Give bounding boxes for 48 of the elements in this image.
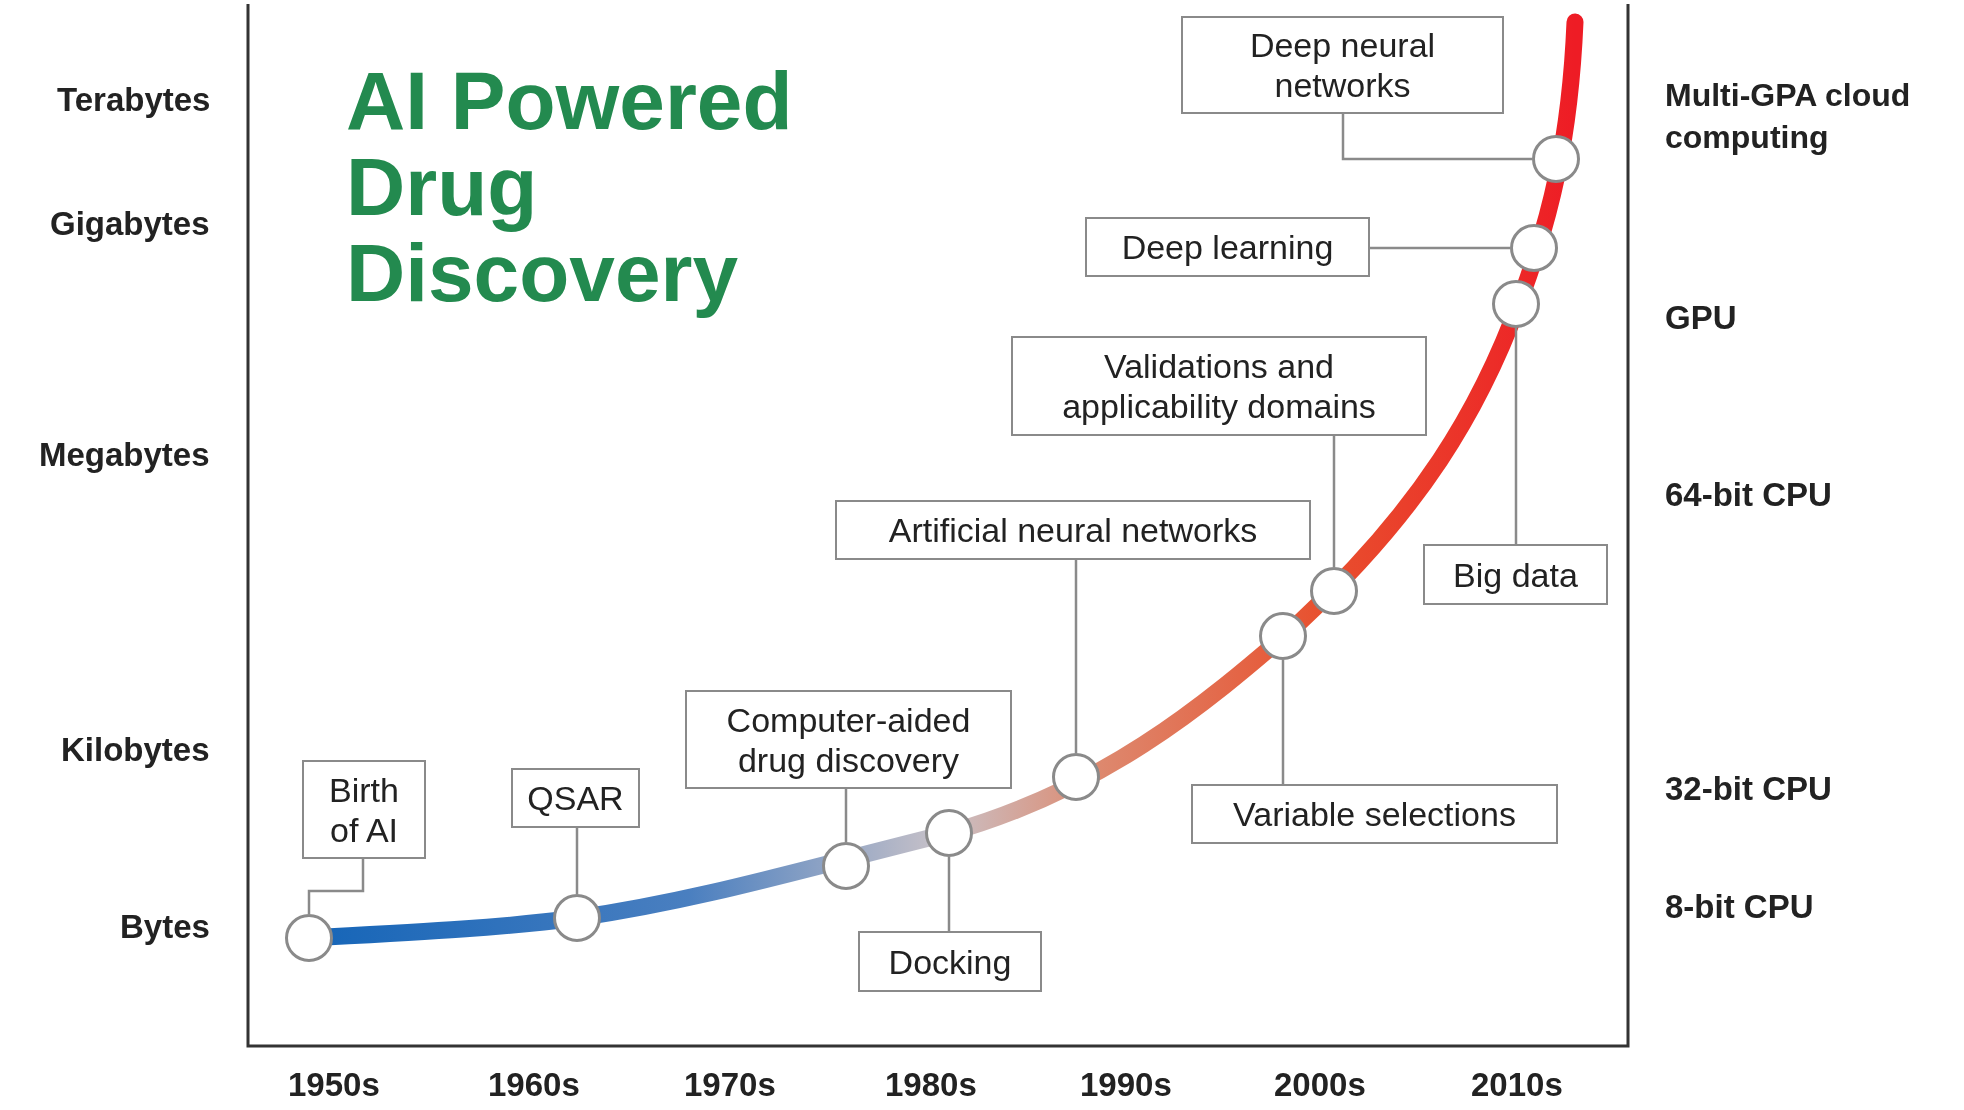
- axis-label: Kilobytes: [61, 731, 210, 769]
- title: AI Powered Drug Discovery: [346, 58, 794, 316]
- leader-line: [575, 828, 579, 894]
- tick-label: 1990s: [1080, 1066, 1172, 1104]
- leader-line: [307, 859, 365, 914]
- milestone-circle: [925, 809, 973, 857]
- milestone-circle: [1259, 612, 1307, 660]
- label-box: Big data: [1423, 544, 1608, 605]
- label-box: Artificial neural networks: [835, 500, 1311, 560]
- tick-label: 1950s: [288, 1066, 380, 1104]
- tick-label: 1960s: [488, 1066, 580, 1104]
- leader-line: [1341, 114, 1532, 161]
- axis-label: Bytes: [120, 908, 210, 946]
- leader-line: [844, 789, 848, 842]
- axis-label: Terabytes: [57, 81, 211, 119]
- axis-label: 32-bit CPU: [1665, 770, 1832, 808]
- tick-label: 1970s: [684, 1066, 776, 1104]
- axis-label: Megabytes: [39, 436, 210, 474]
- axis-label: 64-bit CPU: [1665, 476, 1832, 514]
- milestone-circle: [553, 894, 601, 942]
- label-box: Docking: [858, 931, 1042, 992]
- leader-line: [947, 857, 951, 931]
- label-box: Computer-aided drug discovery: [685, 690, 1012, 789]
- axis-label: 8-bit CPU: [1665, 888, 1814, 926]
- label-box: Deep learning: [1085, 217, 1370, 277]
- axis-label: Multi-GPA cloud computing: [1665, 76, 1912, 157]
- leader-line: [1074, 560, 1078, 753]
- milestone-circle: [1310, 567, 1358, 615]
- label-box: Deep neural networks: [1181, 16, 1504, 114]
- milestone-circle: [285, 914, 333, 962]
- label-box: Validations and applicability domains: [1011, 336, 1427, 436]
- milestone-circle: [1510, 224, 1558, 272]
- leader-line: [1370, 246, 1510, 250]
- tick-label: 2000s: [1274, 1066, 1366, 1104]
- tick-label: 1980s: [885, 1066, 977, 1104]
- leader-line: [1281, 660, 1285, 784]
- milestone-circle: [1052, 753, 1100, 801]
- milestone-circle: [1532, 135, 1580, 183]
- tick-label: 2010s: [1471, 1066, 1563, 1104]
- leader-line: [1332, 436, 1336, 567]
- axis-label: GPU: [1665, 299, 1737, 337]
- leader-line: [1514, 328, 1518, 544]
- axis-label: Gigabytes: [50, 205, 210, 243]
- milestone-circle: [822, 842, 870, 890]
- milestone-circle: [1492, 280, 1540, 328]
- label-box: QSAR: [511, 768, 640, 828]
- label-box: Variable selections: [1191, 784, 1558, 844]
- label-box: Birth of AI: [302, 760, 426, 859]
